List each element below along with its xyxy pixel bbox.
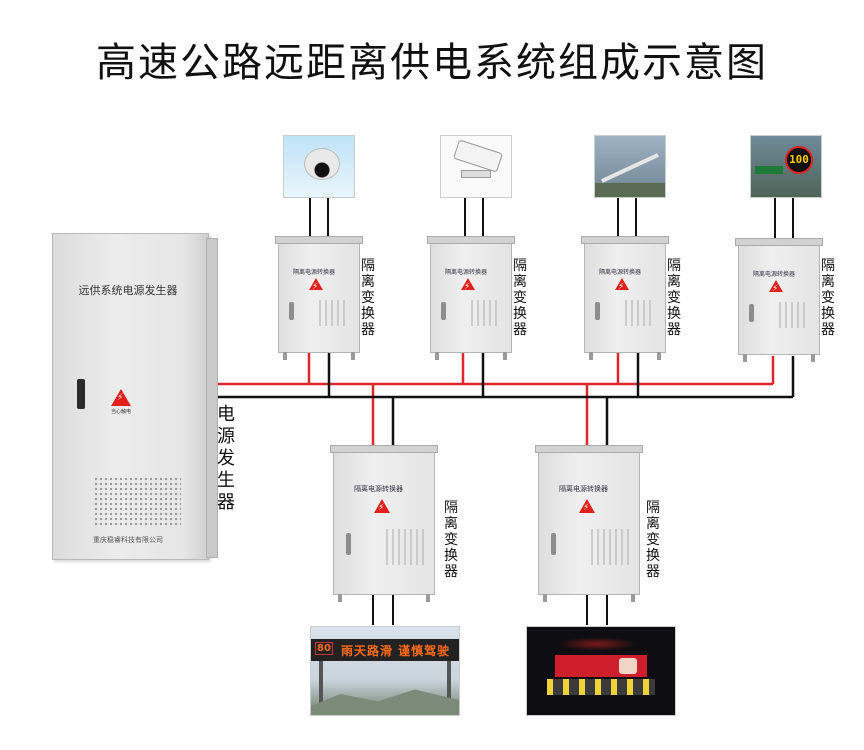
vms-gantry-icon: 80 雨天路滑 谨慎驾驶 [310, 626, 460, 716]
high-voltage-warning-icon [615, 278, 629, 292]
isolation-converter-6: 隔离电源转换器 [535, 445, 643, 602]
diagram-title: 高速公路远距离供电系统组成示意图 [96, 40, 768, 86]
door-handle-icon [77, 379, 85, 409]
converter-side-label: 隔离变换器 [667, 258, 681, 338]
high-voltage-warning-icon [461, 278, 475, 292]
maker-label: 重庆稳睿科技有限公司 [93, 536, 163, 544]
device-feed-lines [309, 196, 794, 625]
high-voltage-warning-icon [309, 278, 323, 292]
isolation-converter-5: 隔离电源转换器 [330, 445, 438, 602]
converter-side-label: 隔离变换器 [646, 500, 660, 580]
red-bus-line [207, 351, 775, 448]
high-voltage-warning-icon [579, 499, 595, 513]
vms-number: 80 [315, 642, 333, 655]
converter-side-label: 隔离变换器 [513, 258, 527, 338]
converter-plate: 隔离电源转换器 [354, 485, 403, 493]
billboard-plaza-icon [526, 626, 676, 716]
dome-camera-icon [283, 135, 355, 198]
generator-side-label: 电源发生器 [217, 404, 235, 513]
high-voltage-warning-icon [769, 280, 783, 294]
cabinet-side-panel [206, 238, 218, 558]
pole-camera-icon [594, 135, 666, 198]
speed-limit-value: 100 [785, 146, 813, 174]
warning-text: 当心触电 [110, 409, 131, 415]
converter-plate: 隔离电源转换器 [753, 271, 796, 278]
black-bus-line [207, 351, 795, 448]
converter-plate: 隔离电源转换器 [559, 485, 608, 493]
speed-sign-icon: 100 [750, 135, 822, 198]
high-voltage-warning-icon [374, 499, 390, 513]
converter-side-label: 隔离变换器 [361, 258, 375, 338]
converter-plate: 隔离电源转换器 [293, 269, 336, 276]
isolation-converter-3: 隔离电源转换器 [581, 236, 669, 360]
power-generator-cabinet: 远供系统电源发生器 当心触电 重庆稳睿科技有限公司 [52, 233, 218, 560]
isolation-converter-4: 隔离电源转换器 [735, 238, 823, 362]
bullet-camera-icon [440, 135, 512, 198]
high-voltage-warning-icon [111, 389, 131, 406]
converter-side-label: 隔离变换器 [444, 500, 458, 580]
vms-message: 雨天路滑 谨慎驾驶 [341, 644, 451, 658]
converter-side-label: 隔离变换器 [821, 258, 835, 338]
converter-plate: 隔离电源转换器 [445, 269, 488, 276]
ventilation-grille [93, 476, 181, 528]
isolation-converter-2: 隔离电源转换器 [427, 236, 515, 360]
generator-panel-label: 远供系统电源发生器 [78, 284, 178, 297]
isolation-converter-1: 隔离电源转换器 [275, 236, 363, 360]
converter-plate: 隔离电源转换器 [599, 269, 642, 276]
